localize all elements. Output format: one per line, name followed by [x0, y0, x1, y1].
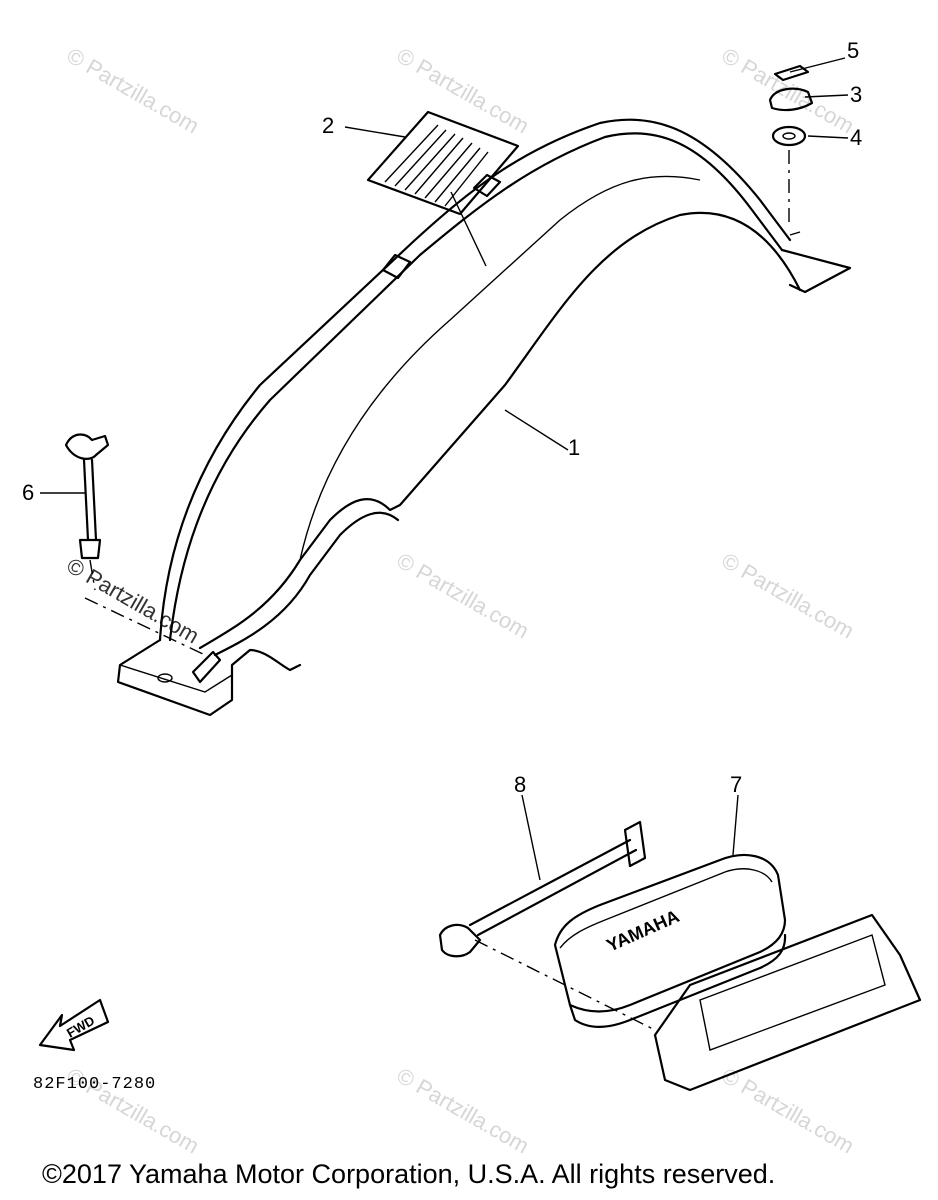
fwd-label: FWD — [64, 1013, 97, 1041]
fastener-parts-3-4-5 — [768, 64, 814, 225]
watermark: © Partzilla.com — [718, 1063, 859, 1159]
strap-part-8 — [438, 820, 647, 958]
brand-mark: YAMAHA — [603, 906, 682, 956]
watermark: © Partzilla.com — [393, 1063, 534, 1159]
callout-6: 6 — [22, 480, 34, 505]
callout-3: 3 — [850, 82, 862, 107]
callout-5: 5 — [847, 38, 859, 63]
callout-7: 7 — [730, 772, 742, 797]
toolbox-part-7: YAMAHA — [474, 853, 922, 1092]
watermark: © Partzilla.com — [393, 548, 534, 644]
label-part-2 — [366, 110, 520, 267]
callout-1: 1 — [568, 435, 580, 460]
leader-lines — [40, 57, 849, 881]
watermark: © Partzilla.com — [718, 43, 859, 139]
copyright-notice: ©2017 Yamaha Motor Corporation, U.S.A. A… — [42, 1159, 775, 1189]
watermark: © Partzilla.com — [718, 548, 859, 644]
diagram-code: 82F100-7280 — [33, 1075, 156, 1094]
bolt-part-6 — [64, 433, 206, 656]
watermark: © Partzilla.com — [63, 553, 204, 649]
callout-2: 2 — [322, 113, 334, 138]
watermark: © Partzilla.com — [63, 43, 204, 139]
watermarks: © Partzilla.com © Partzilla.com © Partzi… — [63, 43, 859, 1159]
callout-4: 4 — [850, 125, 862, 150]
fwd-arrow-icon: FWD — [38, 998, 110, 1052]
callout-8: 8 — [514, 772, 526, 797]
callout-labels: 1 2 3 4 5 6 7 8 — [22, 38, 862, 797]
fender-part-1 — [116, 118, 852, 717]
